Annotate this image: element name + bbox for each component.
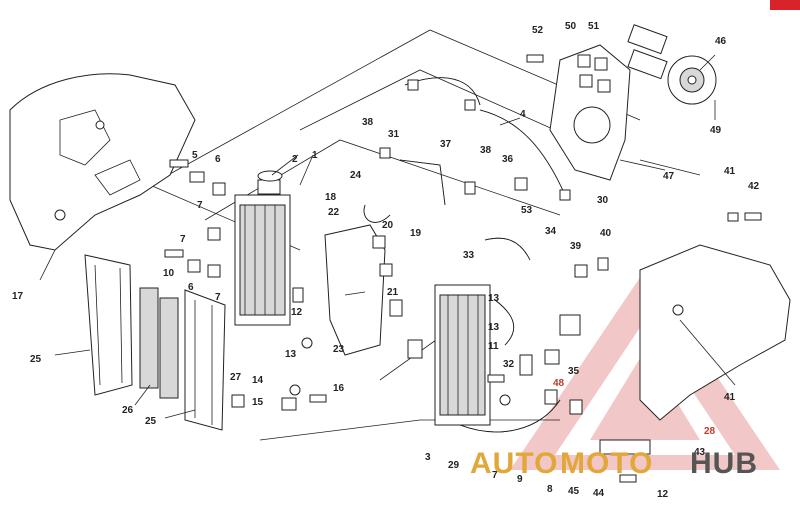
- leader-lines: [39, 54, 736, 419]
- watermark-text: AUTO MOTO HUB: [470, 447, 758, 480]
- callouts: 1 2 3 4 5 6 6 7 7 7 7 8 9 10 11 12 12 13…: [12, 21, 760, 500]
- callout-25b: 25: [145, 416, 157, 427]
- callout-46: 46: [715, 36, 727, 47]
- callout-41a: 41: [724, 166, 736, 177]
- callout-52: 52: [532, 25, 544, 36]
- callout-38b: 38: [480, 145, 492, 156]
- callout-42: 42: [748, 181, 760, 192]
- callout-9: 9: [517, 474, 523, 485]
- callout-35: 35: [568, 366, 580, 377]
- watermark-hub: HUB: [690, 447, 758, 480]
- callout-41b: 41: [724, 392, 736, 403]
- callout-18: 18: [325, 192, 337, 203]
- callout-29: 29: [448, 460, 460, 471]
- callout-38a: 38: [362, 117, 374, 128]
- callout-45: 45: [568, 486, 580, 497]
- callout-43: 43: [694, 447, 706, 458]
- callout-7a: 7: [197, 200, 203, 211]
- callout-19: 19: [410, 228, 422, 239]
- callout-39: 39: [570, 241, 582, 252]
- callout-1: 1: [312, 150, 318, 161]
- left-fairing: [9, 73, 196, 251]
- callout-4: 4: [520, 109, 526, 120]
- callout-15: 15: [252, 397, 264, 408]
- callout-32: 32: [503, 359, 515, 370]
- callout-13c: 13: [488, 322, 500, 333]
- callout-20: 20: [382, 220, 394, 231]
- callout-3: 3: [425, 452, 431, 463]
- callout-23: 23: [333, 344, 345, 355]
- callout-27: 27: [230, 372, 242, 383]
- callout-30: 30: [597, 195, 609, 206]
- callout-36: 36: [502, 154, 514, 165]
- callout-48: 48: [553, 378, 565, 389]
- callout-12a: 12: [291, 307, 303, 318]
- callout-40: 40: [600, 228, 612, 239]
- callout-2: 2: [292, 154, 298, 165]
- fan-shroud: [549, 44, 631, 181]
- callout-33: 33: [463, 250, 475, 261]
- right-fairing: [639, 244, 791, 421]
- callout-26: 26: [122, 405, 134, 416]
- callout-31: 31: [388, 129, 400, 140]
- left-grille-panels: [84, 254, 226, 431]
- callout-6a: 6: [215, 154, 221, 165]
- callout-14: 14: [252, 375, 264, 386]
- callout-5: 5: [192, 150, 198, 161]
- callout-37: 37: [440, 139, 452, 150]
- callout-50: 50: [565, 21, 577, 32]
- callout-7b: 7: [180, 234, 186, 245]
- callout-21: 21: [387, 287, 399, 298]
- callout-13b: 13: [488, 293, 500, 304]
- callout-25a: 25: [30, 354, 42, 365]
- callout-44: 44: [593, 488, 605, 499]
- callout-53: 53: [521, 205, 533, 216]
- corner-accent: [770, 0, 800, 10]
- callout-11: 11: [488, 341, 499, 352]
- expansion-tank: [324, 224, 386, 356]
- callout-16: 16: [333, 383, 345, 394]
- callout-6b: 6: [188, 282, 194, 293]
- callout-47: 47: [663, 171, 675, 182]
- callout-10: 10: [163, 268, 175, 279]
- callout-34: 34: [545, 226, 557, 237]
- callout-49: 49: [710, 125, 722, 136]
- callout-17: 17: [12, 291, 24, 302]
- callout-13a: 13: [285, 349, 297, 360]
- callout-12b: 12: [657, 489, 669, 500]
- callout-24: 24: [350, 170, 362, 181]
- callout-7d: 7: [492, 470, 498, 481]
- fittings: [164, 54, 762, 483]
- cooling-fan: [627, 24, 717, 105]
- left-radiator: [234, 170, 291, 326]
- callout-28: 28: [704, 426, 716, 437]
- callout-22: 22: [328, 207, 340, 218]
- right-radiator: [434, 284, 491, 426]
- callout-51: 51: [588, 21, 600, 32]
- watermark-moto: MOTO: [560, 447, 653, 480]
- callout-7c: 7: [215, 292, 221, 303]
- watermark-auto: AUTO: [470, 447, 558, 480]
- callout-8: 8: [547, 484, 553, 495]
